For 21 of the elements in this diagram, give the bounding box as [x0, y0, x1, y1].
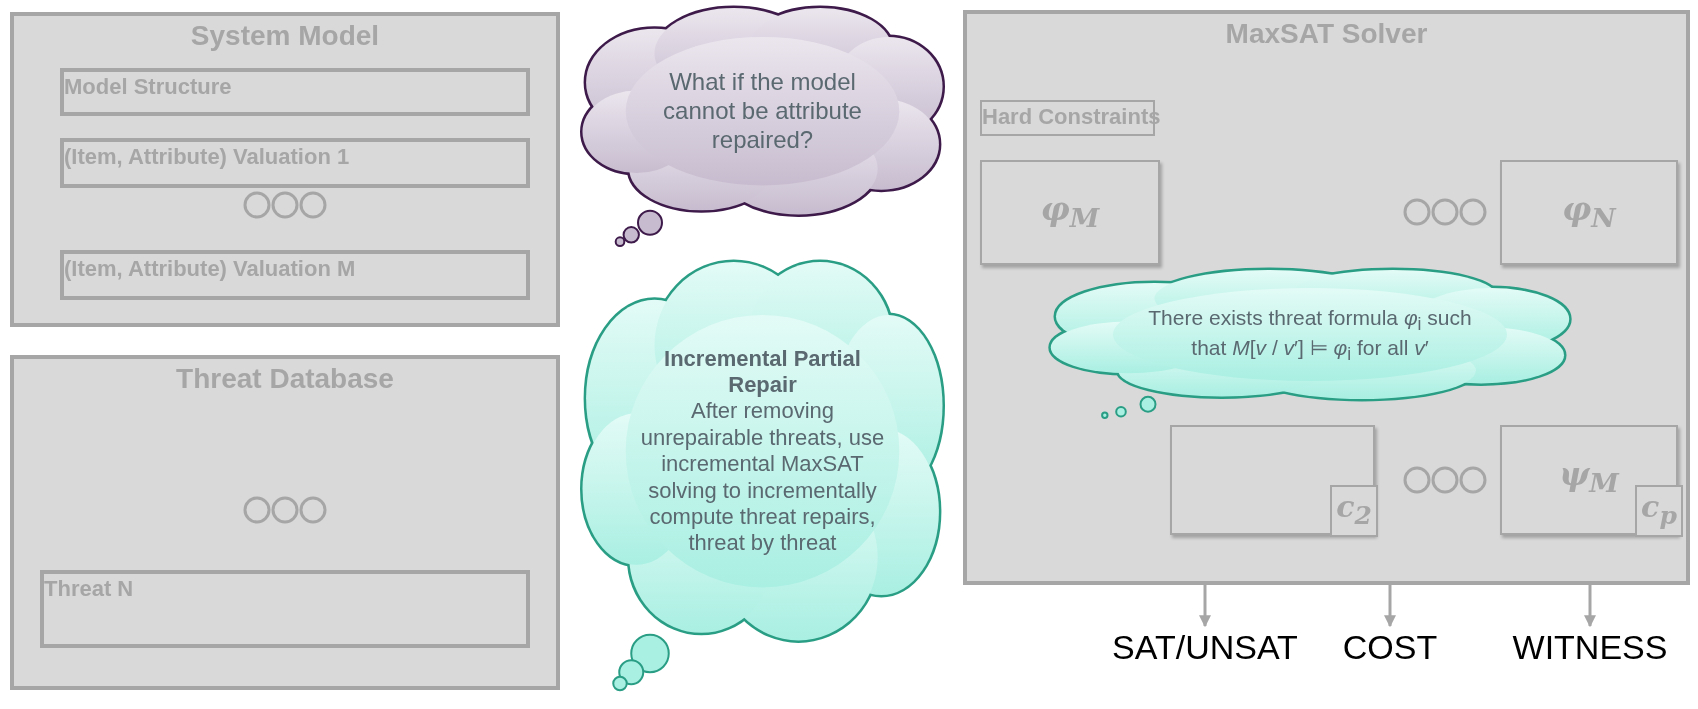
arrow	[1384, 585, 1396, 628]
solver-panel	[963, 10, 1690, 585]
formula-box	[1500, 160, 1678, 265]
callout-text: What if the model cannot be attribute repaired?	[662, 68, 863, 155]
arrow	[1584, 585, 1596, 628]
valuation-box	[60, 138, 530, 188]
structure-box	[60, 68, 530, 116]
output-label: SAT/UNSAT	[1111, 628, 1299, 667]
model-panel	[10, 12, 560, 327]
formula-box	[980, 160, 1160, 265]
valuation-box	[60, 250, 530, 300]
output-label: WITNESS	[1511, 628, 1669, 667]
threat-box	[40, 570, 530, 648]
output-label: COST	[1341, 628, 1439, 667]
weight-box	[1635, 485, 1683, 537]
callout-text: There exists threat formula φ$_{i}$ such that M[v / v′] ⊨ φ$_{i}$ for all v′	[1147, 304, 1473, 365]
formula-box	[1170, 425, 1375, 535]
callout-text: Incremental Partial Repair After removing unrepairable threats, use incremental MaxSAT solving to incrementally compute threat repairs, threat by threat	[639, 345, 886, 557]
weight-box	[1330, 485, 1378, 537]
database-panel	[10, 355, 560, 690]
arrow	[1199, 585, 1211, 628]
